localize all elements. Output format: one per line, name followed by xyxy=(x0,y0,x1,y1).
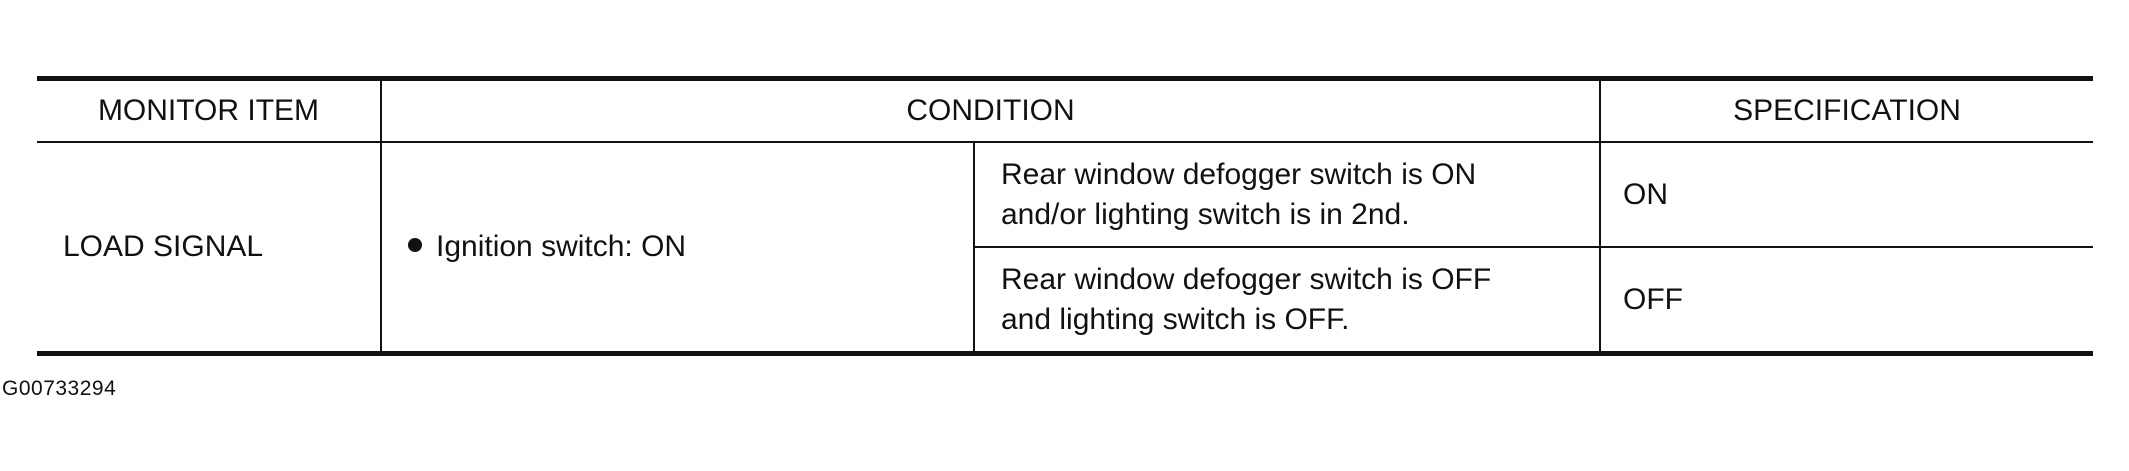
table-header-row: MONITOR ITEM CONDITION SPECIFICATION xyxy=(37,78,2094,143)
table-row: LOAD SIGNAL Ignition switch: ON Rear win… xyxy=(37,142,2094,354)
specification-table: MONITOR ITEM CONDITION SPECIFICATION LOA… xyxy=(37,76,2094,356)
condition-main-cell: Ignition switch: ON xyxy=(381,142,975,354)
condition-detail-line: Rear window defogger switch is ON xyxy=(1001,157,1477,191)
header-specification: SPECIFICATION xyxy=(1600,78,2094,143)
condition-detail-cell: Rear window defogger switch is ON and/or… xyxy=(974,142,1602,248)
monitor-item-label: LOAD SIGNAL xyxy=(63,230,264,263)
figure-id: G00733294 xyxy=(2,377,117,400)
table-row: Rear window defogger switch is OFF and l… xyxy=(37,247,2093,354)
condition-detail-cell: Rear window defogger switch is OFF and l… xyxy=(974,247,1602,354)
specification-cell: ON xyxy=(1600,142,2094,248)
condition-main-label: Ignition switch: ON xyxy=(436,230,687,263)
condition-detail-line: and/or lighting switch is in 2nd. xyxy=(1001,197,1410,231)
header-monitor-item: MONITOR ITEM xyxy=(37,78,382,143)
bullet-icon xyxy=(408,238,422,253)
condition-detail-line: and lighting switch is OFF. xyxy=(1001,302,1350,336)
specification-cell: OFF xyxy=(1600,247,2093,354)
specification-value: OFF xyxy=(1623,282,1684,316)
specification-value: ON xyxy=(1623,177,1669,211)
header-condition: CONDITION xyxy=(381,78,1602,143)
condition-detail-line: Rear window defogger switch is OFF xyxy=(1001,262,1492,296)
monitor-item-cell: LOAD SIGNAL xyxy=(37,142,382,354)
